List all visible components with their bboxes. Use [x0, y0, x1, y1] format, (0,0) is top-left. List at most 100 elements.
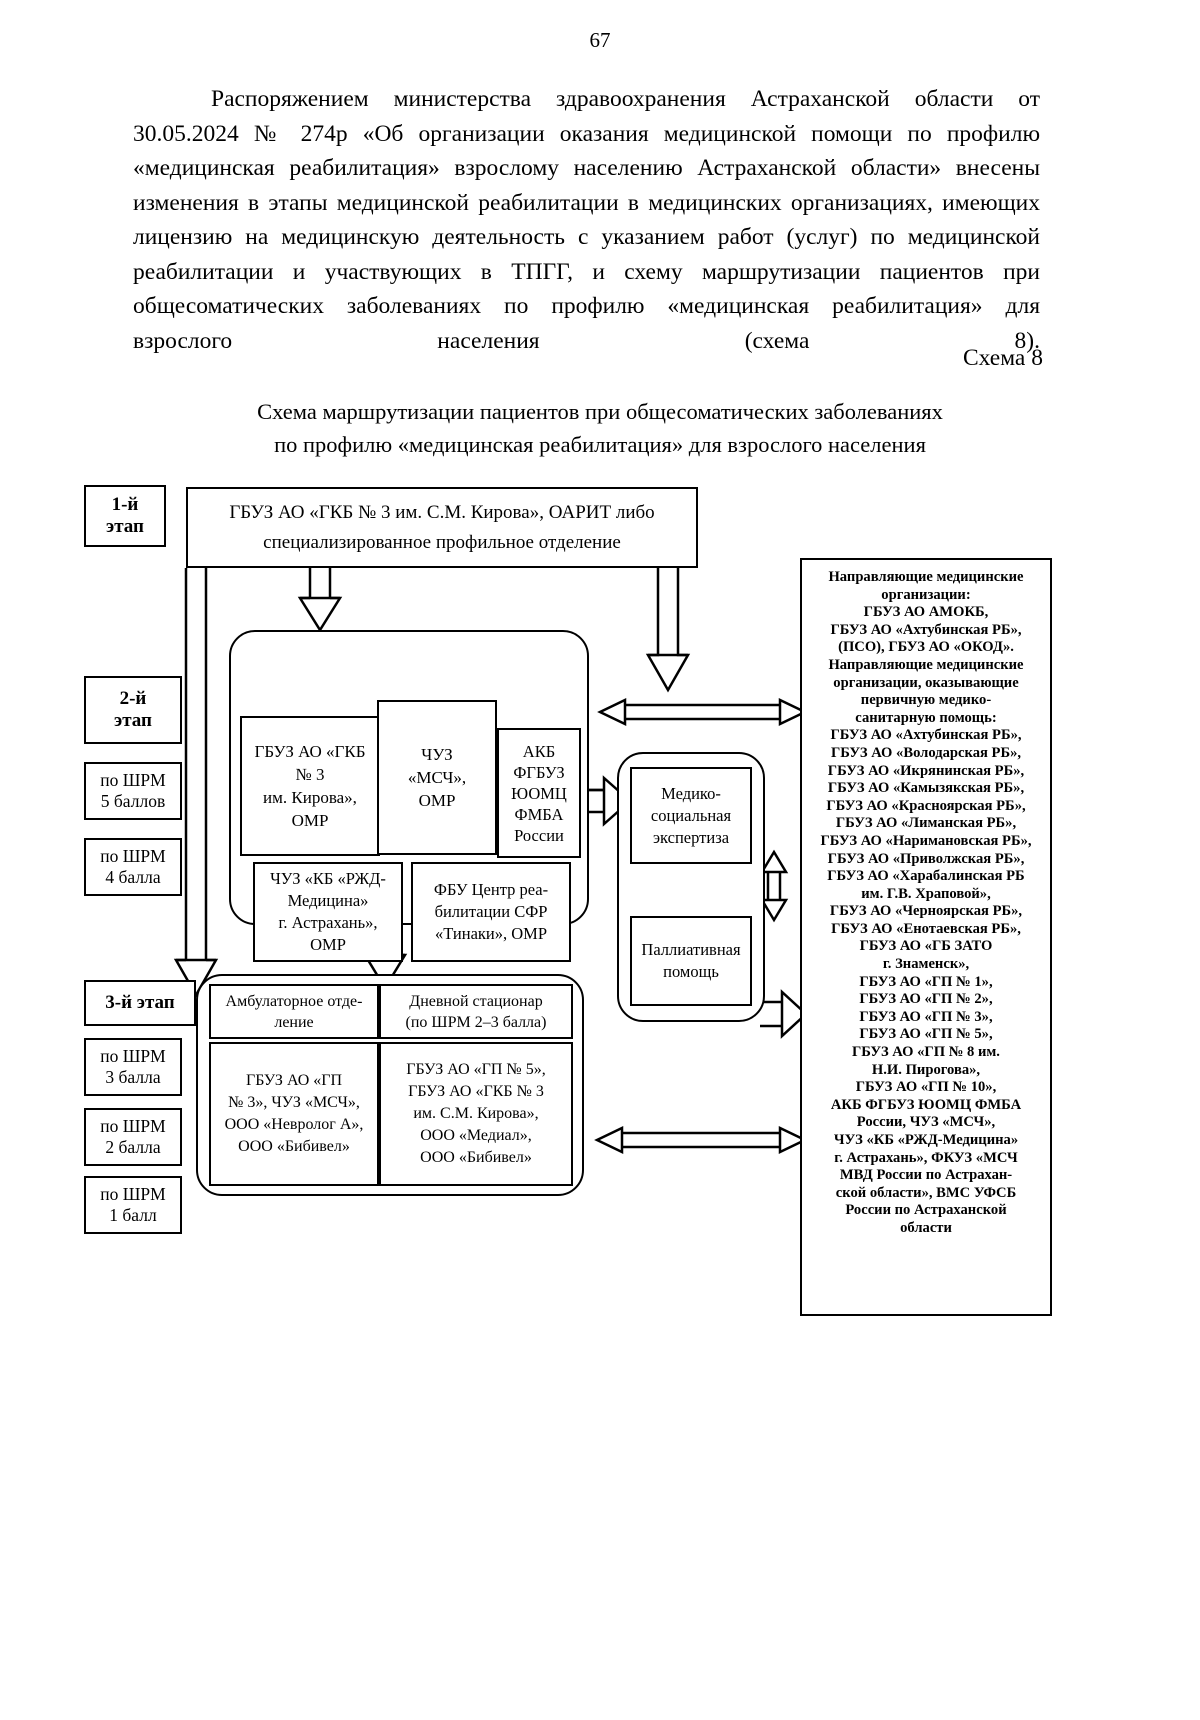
- shrm-5-line1: по ШРМ: [100, 770, 166, 791]
- day-b-line2: ГБУЗ АО «ГКБ № 3: [408, 1083, 544, 1100]
- amb-b-line2: № 3», ЧУЗ «МСЧ»,: [228, 1094, 360, 1111]
- palliative-care-box: Паллиативная помощь: [630, 916, 752, 1006]
- day-b-line3: им. С.М. Кирова»,: [413, 1105, 539, 1122]
- msch-line3: ОМР: [418, 791, 456, 810]
- rzd-line1: ЧУЗ «КБ «РЖД-: [270, 869, 386, 888]
- referring-list-line: ГБУЗ АО «Приволжская РБ»,: [827, 850, 1025, 867]
- referring-list-line: организации, оказывающие: [833, 674, 1019, 691]
- palliative-line1: Паллиативная: [641, 940, 741, 959]
- expertise-line3: экспертиза: [652, 827, 730, 847]
- shrm-2-line1: по ШРМ: [100, 1116, 166, 1137]
- gkb3-line2: № 3: [295, 765, 325, 784]
- referring-list-line: санитарную помощь:: [855, 709, 997, 726]
- medical-social-expertise-box: Медико- социальная экспертиза: [630, 767, 752, 864]
- referring-list-line: ГБУЗ АО «ГП № 2»,: [859, 991, 993, 1008]
- day-b-line5: ООО «Бибивел»: [420, 1149, 532, 1166]
- referring-list-line: МВД России по Астрахан-: [839, 1167, 1013, 1184]
- referring-list-line: ГБУЗ АО «Камызякская РБ»,: [827, 780, 1025, 797]
- akb-line3: ЮОМЦ: [511, 783, 567, 803]
- shrm-4-line2: 4 балла: [105, 867, 161, 887]
- referring-list-line: ГБУЗ АО «Володарская РБ»,: [830, 744, 1022, 761]
- stage-2-gkb3-omr-box: ГБУЗ АО «ГКБ № 3 им. Кирова», ОМР: [240, 716, 380, 856]
- amb-b-line4: ООО «Бибивел»: [238, 1138, 350, 1155]
- referring-list-line: ЧУЗ «КБ «РЖД-Медицина»: [833, 1132, 1019, 1148]
- referring-list-line: ГБУЗ АО «Лиманская РБ»,: [835, 815, 1017, 832]
- referring-list-line: Направляющие медицинские: [828, 656, 1024, 673]
- msch-line1: ЧУЗ: [421, 745, 453, 764]
- stage-3-label-text: 3-й этап: [105, 991, 175, 1013]
- stage-2-chuz-msch-box: ЧУЗ «МСЧ», ОМР: [377, 700, 497, 855]
- referring-list-line: ГБУЗ АО «ГП № 8 им.: [852, 1044, 1000, 1061]
- stage-2-label: 2-й этап: [84, 676, 182, 744]
- stage-2-label-line1: 2-й: [119, 687, 147, 709]
- shrm-3-line2: 3 балла: [105, 1067, 161, 1087]
- shrm-5-line2: 5 баллов: [100, 791, 166, 811]
- tinaki-line1: ФБУ Центр реа-: [433, 880, 549, 899]
- stage-1-label: 1-й этап: [84, 485, 166, 547]
- rzd-line2: Медицина»: [287, 891, 369, 910]
- referring-list-line: им. Г.В. Храповой»,: [861, 885, 991, 902]
- referring-list-line: России, ЧУЗ «МСЧ»,: [856, 1114, 996, 1131]
- tinaki-line2: билитации СФР: [434, 902, 548, 921]
- expertise-line2: социальная: [650, 805, 732, 825]
- ambulatory-body-box: ГБУЗ АО «ГП № 3», ЧУЗ «МСЧ», ООО «Неврол…: [209, 1042, 379, 1186]
- amb-b-line3: ООО «Невролог А»,: [224, 1116, 364, 1133]
- shrm-1-box: по ШРМ 1 балл: [84, 1176, 182, 1234]
- amb-h-line1: Амбулаторное отде-: [225, 992, 363, 1010]
- shrm-4-box: по ШРМ 4 балла: [84, 838, 182, 896]
- referring-list-line: ГБУЗ АО «ГП № 5»,: [859, 1026, 993, 1043]
- referring-list-line: ГБУЗ АО «Черноярская РБ»,: [829, 903, 1023, 920]
- gkb3-line3: им. Кирова»,: [263, 788, 357, 807]
- akb-line5: России: [514, 825, 564, 845]
- stage-2-akb-fgbuz-box: АКБ ФГБУЗ ЮОМЦ ФМБА России: [497, 728, 581, 858]
- referring-list-line: первичную медико-: [860, 692, 992, 709]
- stage-2-rzd-med-box: ЧУЗ «КБ «РЖД- Медицина» г. Астрахань», О…: [253, 862, 403, 962]
- expertise-line1: Медико-: [661, 783, 721, 803]
- stage-2-tinaki-box: ФБУ Центр реа- билитации СФР «Тинаки», О…: [411, 862, 571, 962]
- rzd-line4: ОМР: [310, 935, 346, 954]
- tinaki-line3: «Тинаки», ОМР: [434, 924, 547, 943]
- day-b-line1: ГБУЗ АО «ГП № 5»,: [406, 1061, 546, 1078]
- referring-list-line: организации:: [881, 586, 971, 603]
- referring-list-line: России по Астраханской: [845, 1202, 1007, 1219]
- shrm-3-box: по ШРМ 3 балла: [84, 1038, 182, 1096]
- diagram-title-line2: по профилю «медицинская реабилитация» дл…: [274, 432, 926, 457]
- shrm-5-box: по ШРМ 5 баллов: [84, 762, 182, 820]
- amb-h-line2: ление: [274, 1013, 314, 1031]
- referring-list-line: г. Знаменск»,: [882, 956, 970, 973]
- shrm-1-line1: по ШРМ: [100, 1184, 166, 1205]
- referring-list-line: ГБУЗ АО «ГП № 1»,: [859, 973, 993, 990]
- msch-line2: «МСЧ»,: [407, 768, 467, 787]
- stage-1-box-line2: специализированное профильное отделение: [263, 531, 621, 553]
- referring-list-line: ской области», ВМС УФСБ: [835, 1184, 1017, 1201]
- referring-list-line: ГБУЗ АО «ГП № 10»,: [855, 1079, 997, 1096]
- referring-list-line: АКБ ФГБУЗ ЮОМЦ ФМБА: [830, 1096, 1022, 1113]
- shrm-2-box: по ШРМ 2 балла: [84, 1108, 182, 1166]
- referring-list-line: ГБУЗ АО «Красноярская РБ»,: [826, 797, 1026, 814]
- referring-list-line: ГБУЗ АО «Ахтубинская РБ»,: [830, 621, 1022, 638]
- scheme-label: Схема 8: [962, 345, 1043, 371]
- page-number: 67: [589, 28, 611, 52]
- referring-list-line: ГБУЗ АО «ГП № 3»,: [859, 1008, 993, 1025]
- day-b-line4: ООО «Медиал»,: [420, 1127, 532, 1144]
- stage-3-label: 3-й этап: [84, 980, 196, 1026]
- day-hospital-header-box: Дневной стационар (по ШРМ 2–3 балла): [379, 984, 573, 1039]
- shrm-1-line2: 1 балл: [109, 1205, 157, 1225]
- stage-1-label-line2: этап: [106, 516, 144, 537]
- referring-list-line: ГБУЗ АО «Икрянинская РБ»,: [827, 762, 1025, 779]
- palliative-line2: помощь: [663, 962, 719, 981]
- amb-b-line1: ГБУЗ АО «ГП: [245, 1072, 343, 1089]
- gkb3-line1: ГБУЗ АО «ГКБ: [254, 742, 366, 761]
- stage-1-box-line1: ГБУЗ АО «ГКБ № 3 им. С.М. Кирова», ОАРИТ…: [229, 501, 655, 523]
- referring-list-line: ГБУЗ АО АМОКБ,: [863, 604, 989, 621]
- akb-line2: ФГБУЗ: [513, 762, 565, 782]
- stage-2-label-line2: этап: [114, 710, 152, 731]
- day-h-line1: Дневной стационар: [409, 992, 543, 1010]
- referring-list-line: ГБУЗ АО «Наримановская РБ»,: [820, 832, 1032, 849]
- akb-line4: ФМБА: [514, 804, 564, 824]
- referring-list-line: ГБУЗ АО «Ахтубинская РБ»,: [830, 727, 1022, 744]
- ambulatory-header-box: Амбулаторное отде- ление: [209, 984, 379, 1039]
- shrm-4-line1: по ШРМ: [100, 846, 166, 867]
- referring-list-line: Н.И. Пирогова»,: [871, 1061, 981, 1078]
